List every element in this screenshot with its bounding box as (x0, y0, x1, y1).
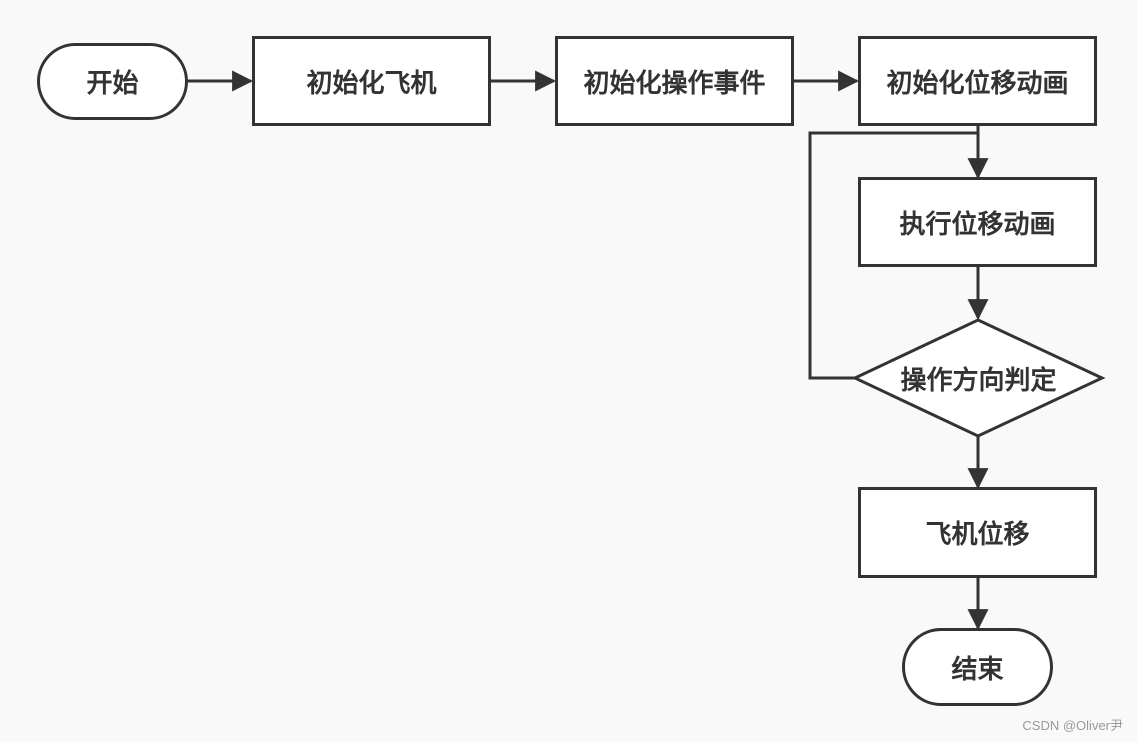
decision-diamond (851, 318, 1106, 438)
init-anim-node: 初始化位移动画 (858, 36, 1097, 126)
loop-back-connector (808, 131, 978, 380)
start-node: 开始 (37, 43, 188, 120)
run-anim-node: 执行位移动画 (858, 177, 1097, 267)
init-events-node: 初始化操作事件 (555, 36, 794, 126)
plane-move-node: 飞机位移 (858, 487, 1097, 578)
end-node: 结束 (902, 628, 1053, 706)
decision-label: 操作方向判定 (900, 365, 1057, 396)
watermark: CSDN @Oliver尹 (1022, 718, 1123, 733)
init-plane-node: 初始化飞机 (252, 36, 491, 126)
